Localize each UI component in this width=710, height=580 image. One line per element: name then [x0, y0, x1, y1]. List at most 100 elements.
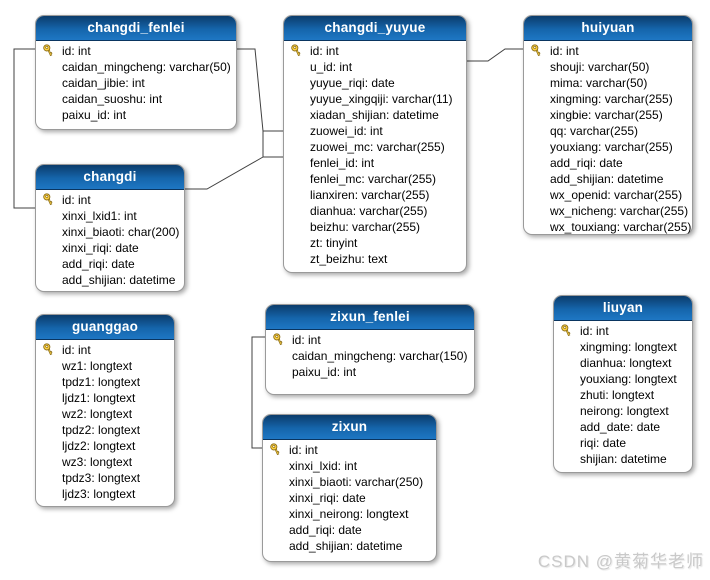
- field-label: add_shijian: datetime: [550, 172, 664, 186]
- field-row: xinxi_neirong: longtext: [263, 506, 436, 522]
- field-label: zhuti: longtext: [580, 388, 655, 402]
- field-row: wx_openid: varchar(255): [524, 187, 692, 203]
- field-label: qq: varchar(255): [550, 124, 639, 138]
- field-row: zt: tinyint: [284, 235, 466, 251]
- field-row: youxiang: varchar(255): [524, 139, 692, 155]
- field-label: tpdz1: longtext: [62, 375, 141, 389]
- field-row: u_id: int: [284, 59, 466, 75]
- field-row: xinxi_lxid: int: [263, 458, 436, 474]
- field-label: zt: tinyint: [310, 236, 358, 250]
- relationship-changdi_fenlei-to-changdi_yuyue: [237, 48, 283, 132]
- field-label: caidan_mingcheng: varchar(150): [292, 349, 468, 363]
- field-label: yuyue_xingqiji: varchar(11): [310, 92, 453, 106]
- field-row: caidan_mingcheng: varchar(150): [266, 348, 474, 364]
- primary-key-icon: [290, 44, 304, 58]
- field-label: fenlei_mc: varchar(255): [310, 172, 437, 186]
- field-row: lianxiren: varchar(255): [284, 187, 466, 203]
- field-label: id: int: [292, 333, 321, 347]
- csdn-watermark: CSDN @黄菊华老师: [537, 552, 704, 571]
- field-row: id: int: [524, 43, 692, 59]
- field-row: youxiang: longtext: [554, 371, 692, 387]
- field-label: add_riqi: date: [550, 156, 623, 170]
- field-row: add_shijian: datetime: [263, 538, 436, 554]
- field-row: xinxi_lxid1: int: [36, 208, 184, 224]
- field-row: zuowei_id: int: [284, 123, 466, 139]
- field-label: id: int: [62, 44, 91, 58]
- table-changdi_fenlei: changdi_fenlei id: int caidan_mingcheng: v…: [35, 15, 237, 130]
- field-label: xinxi_lxid1: int: [62, 209, 137, 223]
- field-label: u_id: int: [310, 60, 353, 74]
- field-label: add_riqi: date: [289, 523, 362, 537]
- field-label: xingming: longtext: [580, 340, 677, 354]
- primary-key-icon: [43, 343, 53, 356]
- field-row: add_riqi: date: [36, 256, 184, 272]
- relationship-changdi-to-changdi_yuyue: [185, 156, 264, 190]
- field-label: yuyue_riqi: date: [310, 76, 395, 90]
- field-row: id: int: [36, 192, 184, 208]
- table-title-changdi_fenlei: changdi_fenlei: [36, 16, 236, 41]
- primary-key-icon: [291, 44, 301, 57]
- field-row: yuyue_xingqiji: varchar(11): [284, 91, 466, 107]
- table-title-liuyan: liuyan: [554, 296, 692, 321]
- field-list: id: int caidan_mingcheng: varchar(150) pai…: [266, 330, 474, 380]
- field-row: add_date: date: [554, 419, 692, 435]
- field-label: ljdz2: longtext: [62, 439, 136, 453]
- field-label: wx_openid: varchar(255): [550, 188, 683, 202]
- field-row: yuyue_riqi: date: [284, 75, 466, 91]
- field-row: ljdz2: longtext: [36, 438, 174, 454]
- field-row: fenlei_mc: varchar(255): [284, 171, 466, 187]
- field-label: zt_beizhu: text: [310, 252, 388, 266]
- field-row: xinxi_riqi: date: [36, 240, 184, 256]
- field-row: ljdz3: longtext: [36, 486, 174, 502]
- field-row: wz3: longtext: [36, 454, 174, 470]
- field-label: tpdz2: longtext: [62, 423, 141, 437]
- field-row: wz1: longtext: [36, 358, 174, 374]
- field-row: xinxi_biaoti: varchar(250): [263, 474, 436, 490]
- table-title-zixun: zixun: [263, 415, 436, 440]
- field-row: wz2: longtext: [36, 406, 174, 422]
- field-row: add_shijian: datetime: [524, 171, 692, 187]
- field-label: wx_nicheng: varchar(255): [550, 204, 689, 218]
- field-row: caidan_jibie: int: [36, 75, 236, 91]
- primary-key-icon: [42, 193, 56, 207]
- field-row: zt_beizhu: text: [284, 251, 466, 267]
- field-label: dianhua: varchar(255): [310, 204, 428, 218]
- field-row: add_shijian: datetime: [36, 272, 184, 288]
- field-label: add_riqi: date: [62, 257, 135, 271]
- field-label: xinxi_lxid: int: [289, 459, 358, 473]
- field-row: id: int: [284, 43, 466, 59]
- field-label: wz3: longtext: [62, 455, 133, 469]
- field-label: wx_touxiang: varchar(255): [550, 220, 692, 234]
- field-label: riqi: date: [580, 436, 627, 450]
- field-label: id: int: [580, 324, 609, 338]
- field-label: caidan_suoshu: int: [62, 92, 163, 106]
- field-label: beizhu: varchar(255): [310, 220, 421, 234]
- field-label: caidan_mingcheng: varchar(50): [62, 60, 231, 74]
- field-label: xinxi_biaoti: char(200): [62, 225, 180, 239]
- field-row: xiadan_shijian: datetime: [284, 107, 466, 123]
- field-row: paixu_id: int: [266, 364, 474, 380]
- field-row: wx_touxiang: varchar(255): [524, 219, 692, 235]
- field-row: tpdz2: longtext: [36, 422, 174, 438]
- field-label: neirong: longtext: [580, 404, 669, 418]
- primary-key-icon: [530, 44, 544, 58]
- relationship-changdi_yuyue-to-huiyuan: [467, 48, 523, 62]
- primary-key-icon: [272, 333, 286, 347]
- field-row: shijian: datetime: [554, 451, 692, 467]
- field-label: add_shijian: datetime: [62, 273, 176, 287]
- field-label: xingming: varchar(255): [550, 92, 673, 106]
- field-row: id: int: [554, 323, 692, 339]
- field-label: xinxi_biaoti: varchar(250): [289, 475, 424, 489]
- table-title-huiyuan: huiyuan: [524, 16, 692, 41]
- field-row: neirong: longtext: [554, 403, 692, 419]
- field-row: mima: varchar(50): [524, 75, 692, 91]
- field-row: beizhu: varchar(255): [284, 219, 466, 235]
- field-label: add_shijian: datetime: [289, 539, 403, 553]
- field-label: paixu_id: int: [292, 365, 357, 379]
- field-label: wz1: longtext: [62, 359, 133, 373]
- primary-key-icon: [43, 44, 53, 57]
